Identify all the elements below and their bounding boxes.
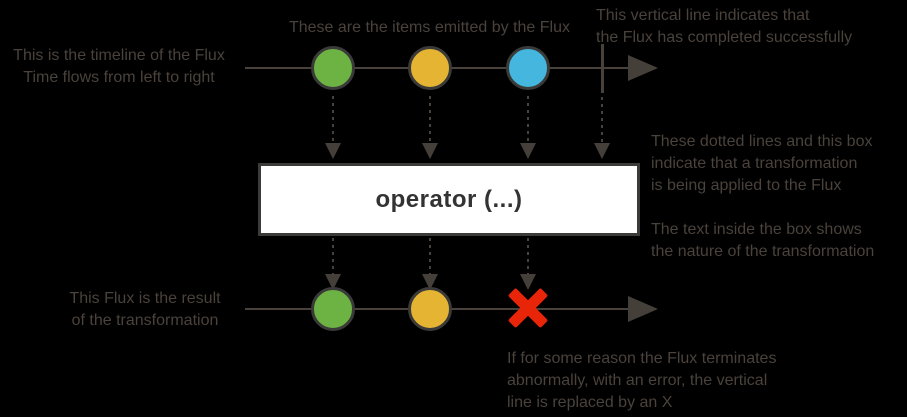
dotted-arrowhead-into-box-1-icon xyxy=(325,143,341,159)
dotted-line-out-of-box-1 xyxy=(332,238,334,274)
note-items: These are the items emitted by the Flux xyxy=(277,17,582,39)
note-items-line1: These are the items emitted by the Flux xyxy=(288,19,570,36)
dotted-line-into-box-4 xyxy=(601,97,603,143)
note-transformation-line3: is being applied to the Flux xyxy=(651,177,842,194)
dotted-arrowhead-into-box-2-icon xyxy=(422,143,438,159)
note-transformation-line2: indicate that a transformation xyxy=(651,155,858,172)
note-completion-line2: the Flux has completed successfully xyxy=(596,29,853,46)
note-completion-line1: This vertical line indicates that xyxy=(596,7,810,24)
result-timeline-arrowhead-icon xyxy=(628,296,658,322)
note-timeline: This is the timeline of the Flux Time fl… xyxy=(8,45,230,89)
dotted-arrowhead-out-of-box-3-icon xyxy=(520,274,536,290)
note-result: This Flux is the result of the transform… xyxy=(35,288,255,332)
note-error: If for some reason the Flux terminates a… xyxy=(507,348,776,414)
note-transformation: These dotted lines and this box indicate… xyxy=(651,131,872,197)
note-box-text-line2: the nature of the transformation xyxy=(651,243,875,260)
note-transformation-line1: These dotted lines and this box xyxy=(651,133,873,150)
note-timeline-line2: Time flows from left to right xyxy=(23,69,215,86)
note-completion: This vertical line indicates that the Fl… xyxy=(596,5,852,49)
note-error-line3: line is replaced by an X xyxy=(507,394,673,411)
error-x-icon xyxy=(507,287,549,329)
dotted-line-out-of-box-2 xyxy=(429,238,431,274)
note-error-line1: If for some reason the Flux terminates xyxy=(507,350,777,367)
note-box-text: The text inside the box shows the nature… xyxy=(651,219,874,263)
dotted-line-into-box-3 xyxy=(527,96,529,143)
note-error-line2: abnormally, with an error, the vertical xyxy=(507,372,768,389)
note-timeline-line1: This is the timeline of the Flux xyxy=(13,47,225,64)
completion-line xyxy=(601,44,604,93)
note-result-line2: of the transformation xyxy=(71,312,219,329)
dotted-arrowhead-out-of-box-1-icon xyxy=(325,274,341,290)
dotted-arrowhead-into-box-3-icon xyxy=(520,143,536,159)
result-marble-green xyxy=(311,287,355,331)
result-marble-yellow xyxy=(408,287,452,331)
source-marble-blue xyxy=(506,46,550,90)
operator-box: operator (...) xyxy=(258,163,640,236)
source-marble-green xyxy=(311,46,355,90)
source-marble-yellow xyxy=(408,46,452,90)
note-result-line1: This Flux is the result xyxy=(69,290,221,307)
dotted-line-out-of-box-3 xyxy=(527,238,529,274)
dotted-line-into-box-2 xyxy=(429,96,431,143)
note-box-text-line1: The text inside the box shows xyxy=(651,221,862,238)
dotted-line-into-box-1 xyxy=(332,96,334,143)
operator-label: operator (...) xyxy=(375,185,523,213)
source-timeline-arrowhead-icon xyxy=(628,55,658,81)
dotted-arrowhead-out-of-box-2-icon xyxy=(422,274,438,290)
dotted-arrowhead-into-box-4-icon xyxy=(594,143,610,159)
